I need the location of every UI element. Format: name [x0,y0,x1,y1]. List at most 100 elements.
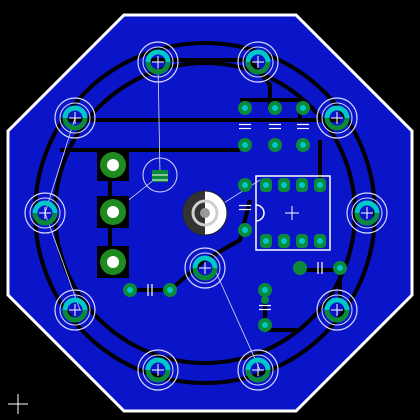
cap-drill-a [127,287,133,293]
center-component[interactable] [182,190,228,236]
capacitor-2[interactable] [268,101,282,152]
led-pad-cyan [354,200,380,214]
ic-silk-outline [255,175,331,251]
led-9[interactable] [137,349,179,391]
led-8[interactable] [316,289,358,331]
cap-drill-b [167,287,173,293]
led-silk-outline [316,97,358,139]
crosshair-icon [8,394,28,414]
cap-drill-a [262,287,268,293]
header-drill [107,256,119,268]
led-silk-inner [29,197,61,229]
capacitor-1[interactable] [238,101,252,152]
led-pad-green [192,267,218,281]
capacitor-4[interactable] [123,283,177,297]
led-pad-cyan [245,357,271,371]
ic-drill-top [299,182,305,188]
ic-drill-bottom [263,238,269,244]
ic-drill-bottom [299,238,305,244]
led-4[interactable] [316,97,358,139]
led-pad-green [245,61,271,75]
led-pad-green [324,309,350,323]
cap-drill-a [242,105,248,111]
led-pad-green [62,117,88,131]
led-pad-cyan [62,105,88,119]
via-group[interactable] [261,264,304,304]
ic-drill-bottom [281,238,287,244]
header-pin-1[interactable] [97,149,129,181]
cap-drill-a [272,105,278,111]
cap-drill-b [242,227,248,233]
via-2[interactable] [261,296,269,304]
led-7[interactable] [54,289,96,331]
cap-drill-b [337,265,343,271]
led-silk-inner [242,46,274,78]
small-led-160[interactable] [142,157,178,193]
led-silk-inner [142,354,174,386]
header-connector[interactable] [97,149,129,278]
led-pad-green [245,369,271,383]
ic-drill-bottom [317,238,323,244]
led-silk-inner [189,252,221,284]
led-pad-cyan [145,357,171,371]
led-5[interactable] [24,192,66,234]
cap-drill-a [300,105,306,111]
capacitor-5[interactable] [258,283,272,332]
led-ring[interactable] [24,41,388,391]
ic-dip8[interactable] [255,175,331,251]
capacitor-7[interactable] [238,178,252,237]
header-drill [107,159,119,171]
led-silk-outline [237,41,279,83]
led-pad-cyan [324,297,350,311]
led-pad-cyan [245,49,271,63]
led-pad-cyan [62,297,88,311]
header-pin-2[interactable] [97,196,129,228]
capacitor-3[interactable] [296,101,310,152]
header-pin-3[interactable] [97,246,129,278]
ic-notch [255,204,265,222]
header-drill [107,206,119,218]
led-pad-green [354,212,380,226]
cap-drill-b [300,142,306,148]
led-silk-outline [54,97,96,139]
led-silk-outline [184,247,226,289]
led-silk-outline [137,349,179,391]
led-pad-cyan [324,105,350,119]
led-pad-green [32,212,58,226]
ic-drill-top [263,182,269,188]
led-1[interactable] [137,41,179,83]
led-silk-outline [137,41,179,83]
led-10[interactable] [237,349,279,391]
led-pad-cyan [32,200,58,214]
capacitor-group[interactable] [123,101,347,332]
cap-drill-b [272,142,278,148]
led-silk-inner [59,102,91,134]
led-silk-inner [321,102,353,134]
cap-drill-a [242,182,248,188]
led-silk-outline [346,192,388,234]
cap-drill-b [242,142,248,148]
led-pad-green [62,309,88,323]
ic-drill-top [317,182,323,188]
ic-drill-top [281,182,287,188]
led-silk-outline [316,289,358,331]
led-11[interactable] [184,247,226,289]
led-6[interactable] [346,192,388,234]
led-silk-outline [54,289,96,331]
led-2[interactable] [237,41,279,83]
led-silk-inner [142,46,174,78]
led-pad-green [145,61,171,75]
led-silk-inner [59,294,91,326]
led-pad-green [324,117,350,131]
led-pad-cyan [145,49,171,63]
cap-drill-b [262,322,268,328]
led-silk-outline [237,349,279,391]
via-1[interactable] [296,264,304,272]
led-pad-cyan [192,255,218,269]
led-pad-green [145,369,171,383]
led-silk-inner [321,294,353,326]
led-silk-inner [351,197,383,229]
led-3[interactable] [54,97,96,139]
led-silk-outline [24,192,66,234]
